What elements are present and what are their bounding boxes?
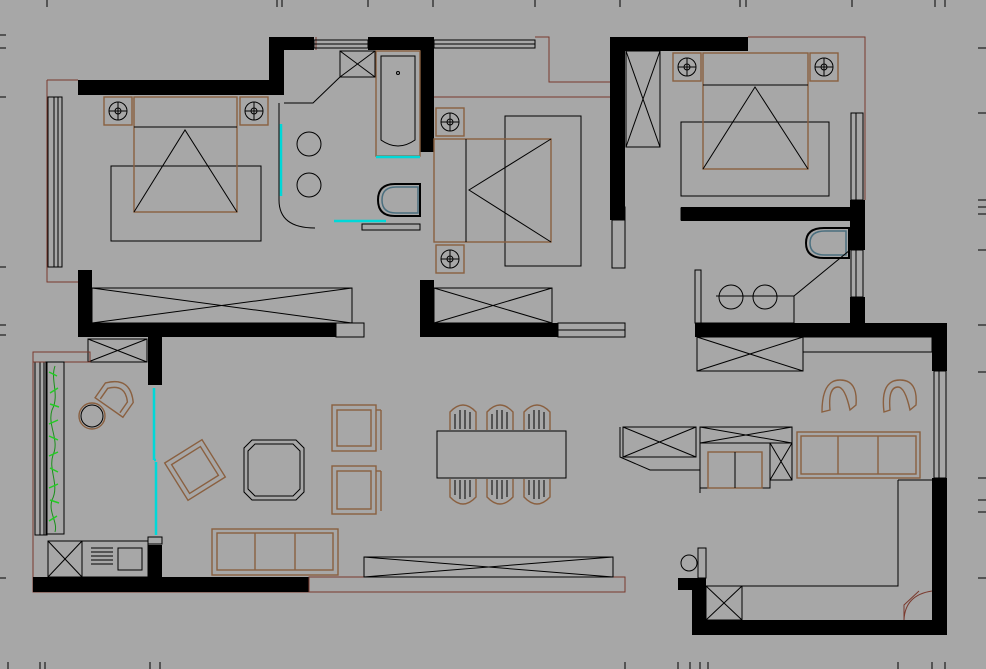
nightstand-icon (435, 244, 465, 274)
nightstand-icon (809, 52, 839, 82)
bed-rug (110, 165, 262, 242)
nightstand-icon (435, 107, 465, 137)
balcony (32, 338, 163, 545)
armchair-icon (331, 404, 382, 452)
bathroom-east (700, 227, 851, 324)
dining-chair-icon (449, 479, 477, 505)
dining-chair-icon (486, 404, 514, 430)
wardrobe-icon (91, 287, 353, 324)
sofa-icon (211, 528, 339, 576)
sofa-icon (796, 431, 921, 479)
storage-cabinet-icon (696, 336, 804, 372)
armchair-icon (331, 465, 382, 515)
armchair-icon (882, 379, 917, 413)
tv-cabinet-icon (363, 556, 614, 578)
dining-chair-icon (523, 404, 551, 430)
study-lounge (796, 379, 921, 479)
dining-chair-icon (486, 479, 514, 505)
bathroom-main (278, 50, 421, 231)
vanity-counter (284, 76, 341, 104)
armchair-icon (821, 379, 857, 413)
cabinet-icon (622, 426, 697, 458)
double-bed-icon (702, 52, 809, 170)
dining-table-icon (436, 430, 567, 479)
windows (34, 39, 947, 593)
dining-chair-icon (523, 479, 551, 505)
dining-chair-icon (449, 404, 477, 430)
planter-icon (45, 361, 65, 535)
entry-cabinets (619, 336, 933, 621)
armchair-icon (163, 438, 227, 502)
wardrobe-icon (625, 50, 661, 148)
nightstand-icon (239, 96, 269, 126)
coffee-table-icon (243, 439, 305, 501)
double-bed-icon (433, 138, 552, 243)
wardrobe-icon (433, 287, 553, 324)
double-bed-icon (133, 96, 238, 213)
bed-rug (504, 115, 582, 267)
walls (33, 37, 947, 635)
nightstand-icon (103, 96, 133, 126)
bedroom-middle (433, 107, 582, 324)
bed-rug (680, 121, 830, 197)
shower-box (339, 50, 376, 78)
nightstand-icon (672, 52, 702, 82)
storage-cabinet-icon (87, 338, 148, 363)
bedroom-east (625, 50, 839, 221)
sink-icon (91, 547, 143, 571)
toilet-icon (804, 227, 850, 259)
round-table-icon (78, 402, 106, 430)
lounge-chair-icon (94, 381, 134, 419)
dining (436, 404, 567, 505)
living-room (163, 404, 614, 578)
kitchen (47, 540, 149, 578)
bedroom-west (91, 96, 353, 324)
double-sink-icon (278, 103, 316, 229)
toilet-icon (376, 183, 421, 217)
